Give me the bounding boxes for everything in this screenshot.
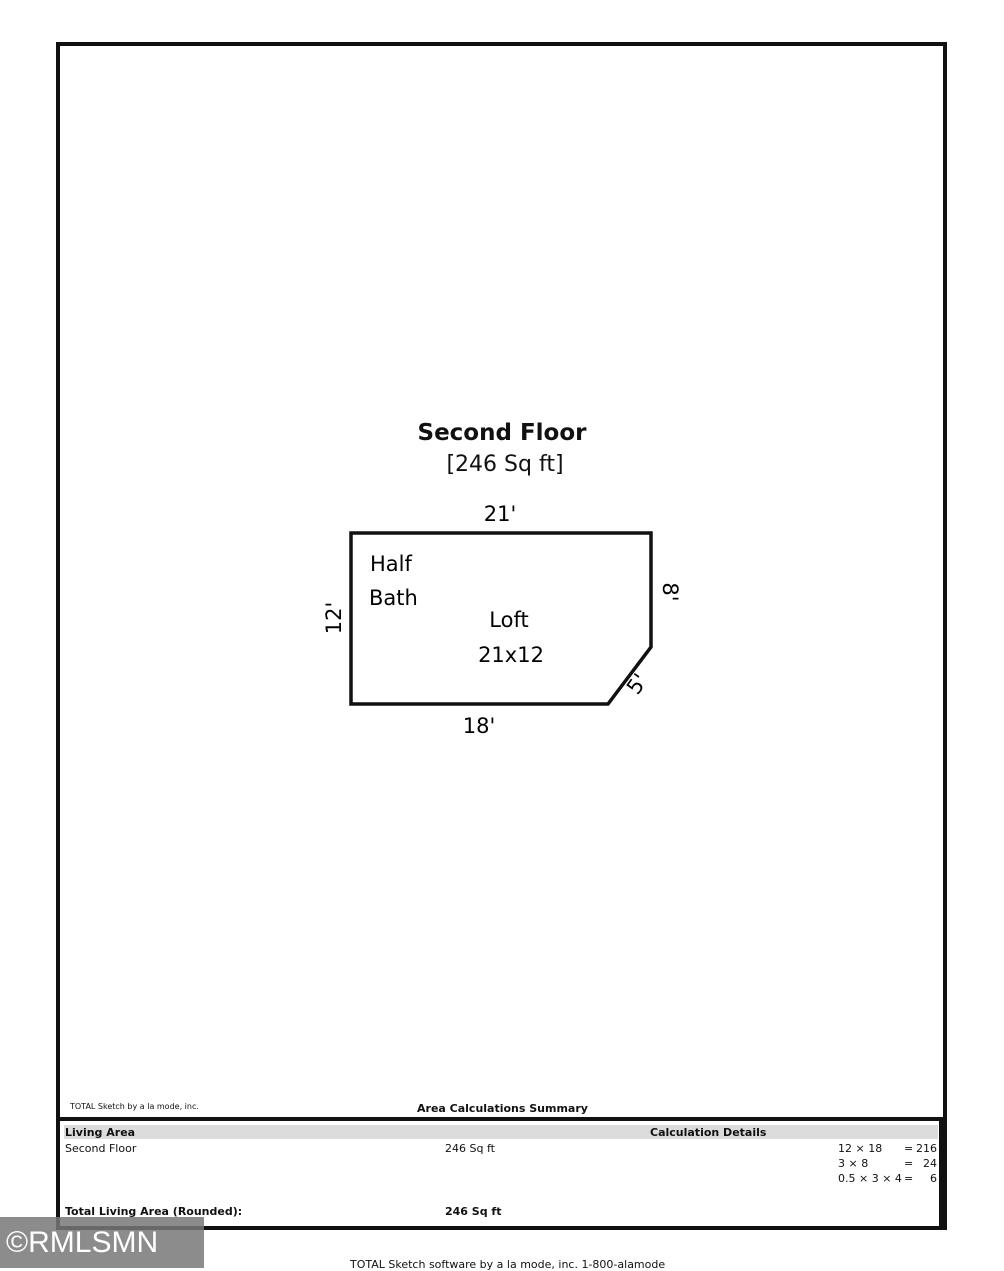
room-label-half: Half bbox=[370, 552, 412, 576]
area-summary-table: Living Area Calculation Details Second F… bbox=[56, 1117, 943, 1226]
calc-value: 24 bbox=[923, 1157, 937, 1170]
calc-eq: = bbox=[904, 1142, 914, 1155]
calc-expr: 12 × 18 bbox=[838, 1142, 883, 1155]
total-living-area-label: Total Living Area (Rounded): bbox=[65, 1205, 243, 1218]
calc-expr: 0.5 × 3 × 4 bbox=[838, 1172, 902, 1185]
room-label-loft: Loft bbox=[489, 608, 528, 632]
sketch-credit: TOTAL Sketch by a la mode, inc. bbox=[70, 1102, 199, 1111]
floor-area: [246 Sq ft] bbox=[446, 452, 564, 477]
footer-credit: TOTAL Sketch software by a la mode, inc.… bbox=[350, 1258, 666, 1271]
calc-eq: = bbox=[904, 1157, 914, 1170]
floor-area-cell: 246 Sq ft bbox=[445, 1142, 495, 1155]
room-label-bath: Bath bbox=[369, 586, 418, 610]
floor-title: Second Floor bbox=[417, 420, 587, 446]
dim-bottom: 18' bbox=[463, 714, 496, 738]
summary-header-row bbox=[64, 1125, 938, 1139]
watermark-logo: ©RMLSMN bbox=[0, 1217, 204, 1268]
sketch-sheet bbox=[56, 42, 947, 1230]
floor-name-cell: Second Floor bbox=[65, 1142, 137, 1155]
total-living-area-value: 246 Sq ft bbox=[445, 1205, 502, 1218]
room-loft-size: 21x12 bbox=[478, 643, 544, 667]
dim-left: 12' bbox=[322, 602, 346, 635]
summary-title: Area Calculations Summary bbox=[417, 1102, 588, 1115]
calc-value: 216 bbox=[916, 1142, 937, 1155]
calc-details-header: Calculation Details bbox=[650, 1126, 767, 1139]
dim-diagonal: 5' bbox=[622, 669, 653, 698]
calc-eq: = bbox=[904, 1172, 914, 1185]
loft-outline bbox=[349, 531, 653, 706]
calc-expr: 3 × 8 bbox=[838, 1157, 869, 1170]
calc-value: 6 bbox=[930, 1172, 937, 1185]
dim-top: 21' bbox=[484, 502, 517, 526]
living-area-header: Living Area bbox=[65, 1126, 136, 1139]
dim-right: 8' bbox=[658, 582, 682, 601]
